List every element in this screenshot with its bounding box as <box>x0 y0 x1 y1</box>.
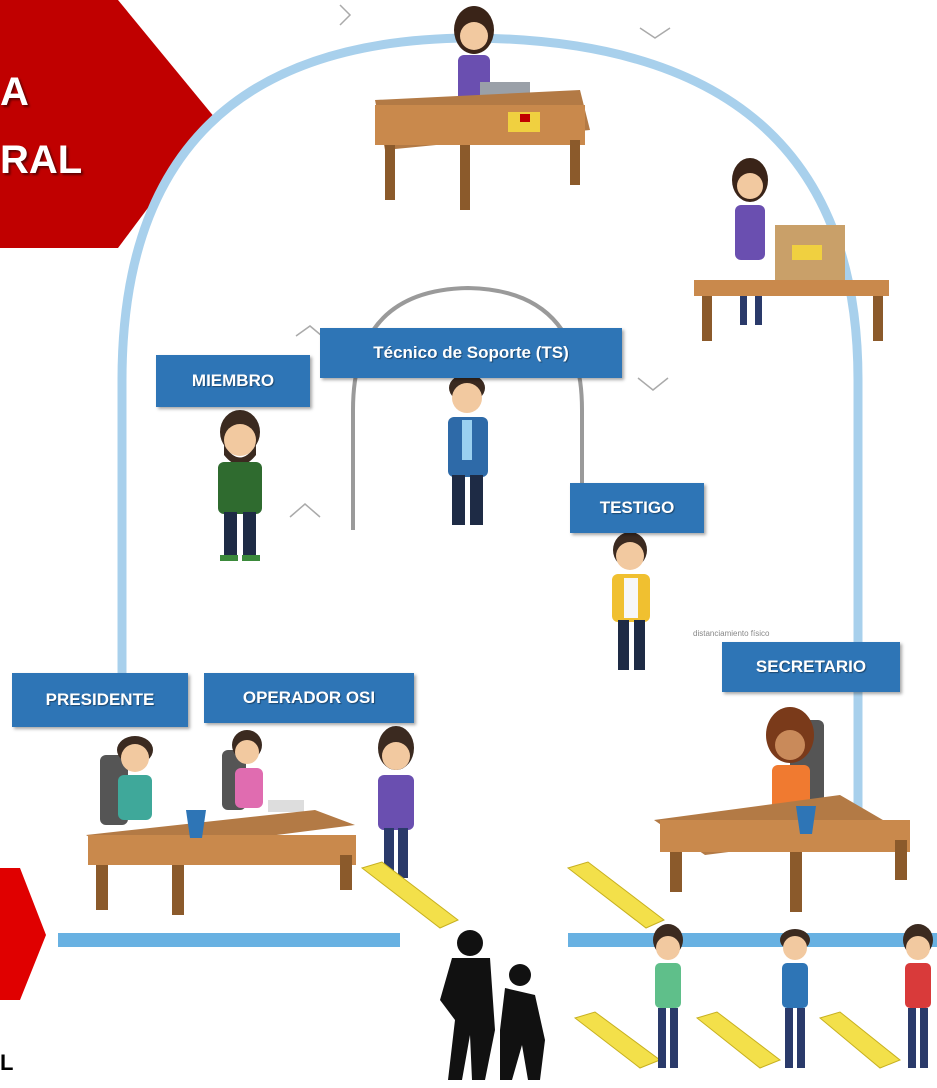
chevron-right-icon <box>339 4 352 26</box>
label-secretario: SECRETARIO <box>722 642 900 692</box>
floor-line-right <box>568 933 937 947</box>
elderly-silhouettes <box>440 930 545 1080</box>
label-miembro: MIEMBRO <box>156 355 310 407</box>
queue-person-2 <box>780 929 810 1068</box>
chevron-down-icon <box>639 27 671 39</box>
red-banner-bottom <box>0 868 46 1000</box>
top-desk-station <box>375 6 590 210</box>
ballot-box-station <box>694 158 889 341</box>
banner-text-line1: A <box>0 70 29 114</box>
secretario-station <box>654 707 910 912</box>
testigo-figure <box>612 532 650 670</box>
chevron-down-icon <box>637 377 669 391</box>
queue-person-3 <box>903 924 933 1068</box>
tecnico-figure <box>448 374 488 525</box>
floor-markers <box>360 861 901 1069</box>
chevron-up-icon <box>295 325 323 337</box>
floor-line-left <box>58 933 400 947</box>
label-testigo: TESTIGO <box>570 483 704 533</box>
label-tecnico-soporte: Técnico de Soporte (TS) <box>320 328 622 378</box>
queue-person-1 <box>653 924 683 1068</box>
banner-text-line2: RAL <box>0 138 83 182</box>
chevron-up-icon <box>289 503 321 518</box>
label-presidente: PRESIDENTE <box>12 673 188 727</box>
bottom-left-fragment: L <box>0 1050 14 1075</box>
miembro-figure <box>218 410 262 561</box>
voter-standing <box>378 726 414 878</box>
red-banner <box>0 0 215 248</box>
distanciamiento-note: distanciamiento físico <box>693 629 770 638</box>
presidente-operador-station <box>86 730 356 915</box>
label-operador-osi: OPERADOR OSI <box>204 673 414 723</box>
